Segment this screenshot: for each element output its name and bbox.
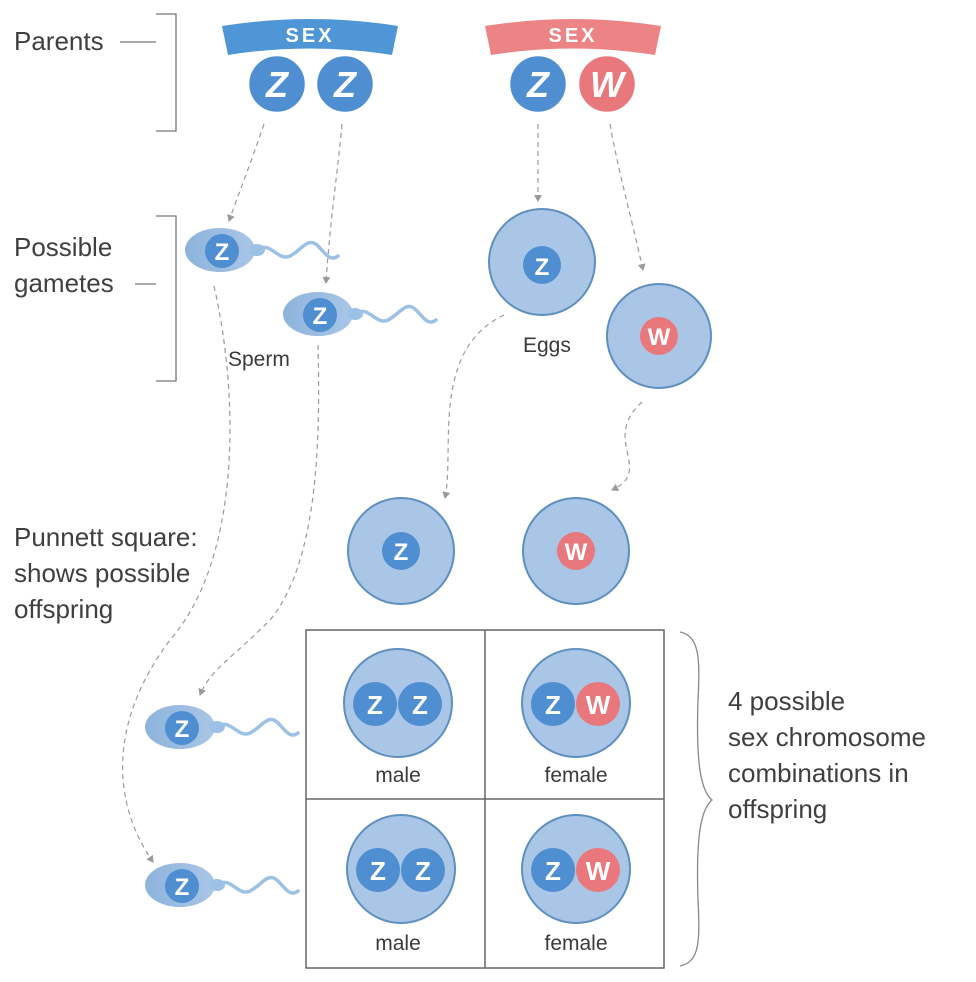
combinations-label-line1: 4 possible [728,686,846,716]
combinations-label-line2: sex chromosome [728,722,926,752]
chromosome-label: Z [526,64,551,105]
female-sex-banner [485,19,661,55]
chromosome-label: Z [175,716,190,743]
eggs-label: Eggs [523,334,571,357]
punnett-cell: Z Z [343,648,453,758]
chromosome-label: Z [333,64,358,105]
sperm-tail [354,304,438,324]
arrow [322,123,343,284]
sperm-tail [216,875,300,895]
w-chromosome [576,848,620,892]
chromosome-label: Z [367,690,383,720]
punnett-grid [305,629,665,969]
chromosome-label: Z [394,539,409,566]
sperm-tail [256,240,340,260]
egg-cell: Z [488,208,596,316]
z-chromosome [356,848,400,892]
punnett-column-header: Z [347,497,455,605]
female-parent: SEX Z W [485,19,661,115]
z-chromosome [531,682,575,726]
chromosome-label: Z [545,856,561,886]
gametes-label-line2: gametes [14,268,114,298]
w-chromosome [576,53,638,115]
z-chromosome [314,53,376,115]
male-parent: SEX Z Z [222,19,398,115]
sperm-cell: Z [283,292,438,336]
chromosome-label: Z [265,64,290,105]
offspring-sex-label: female [544,932,608,955]
z-chromosome [401,848,445,892]
z-chromosome [523,246,561,284]
punnett-cell: Z W [521,814,631,924]
male-sex-banner [222,19,398,55]
punnett-row-header: Z [145,705,300,749]
chromosome-label: W [586,856,611,886]
combinations-brace [679,631,714,967]
sperm-cell: Z [185,228,340,272]
z-chromosome [507,53,569,115]
offspring-sex-label: male [375,764,421,787]
chromosome-label: W [586,690,611,720]
arrow [227,123,265,222]
chromosome-label: W [565,539,588,566]
z-chromosome [353,682,397,726]
punnett-cell: Z W [521,648,631,758]
parents-label: Parents [14,26,104,56]
parents-bracket [120,13,177,132]
z-chromosome [205,234,239,268]
male-banner-text: SEX [285,25,334,47]
inheritance-arrows [122,123,646,863]
punnett-row-header: Z [145,863,300,907]
offspring-cell [521,814,631,924]
z-chromosome [246,53,308,115]
chromosome-label: Z [415,856,431,886]
offspring-sex-label: female [544,764,608,787]
offspring-cell [521,648,631,758]
z-chromosome [165,869,199,903]
offspring-cell [346,814,456,924]
sperm-label: Sperm [228,348,290,371]
w-chromosome [640,317,678,355]
female-banner-text: SEX [548,25,597,47]
sperm-tail [216,717,300,737]
offspring-cell [343,648,453,758]
chromosome-label: W [648,324,671,351]
z-chromosome [303,298,337,332]
arrow [442,314,505,499]
chromosome-label: Z [175,874,190,901]
arrow [611,401,643,492]
chromosome-label: W [590,64,627,105]
punnett-label-line1: Punnett square: [14,522,198,552]
gametes-bracket [135,215,177,382]
offspring-sex-label: male [375,932,421,955]
punnett-column-header: W [522,497,630,605]
egg-cell: W [606,283,712,389]
arrow [122,285,231,863]
chromosome-label: Z [313,303,328,330]
w-chromosome [576,682,620,726]
punnett-label-line2: shows possible [14,558,191,588]
chromosome-label: Z [412,690,428,720]
chromosome-label: Z [370,856,386,886]
punnett-cell: Z Z [346,814,456,924]
arrow [609,123,646,271]
gametes-label-line1: Possible [14,232,113,262]
z-chromosome [531,848,575,892]
arrow [198,344,320,696]
chromosome-label: Z [535,254,550,281]
z-chromosome [165,711,199,745]
punnett-label-line3: offspring [14,594,114,624]
z-chromosome [382,532,420,570]
combinations-label-line4: offspring [728,794,828,824]
chromosome-label: Z [545,690,561,720]
z-chromosome [398,682,442,726]
w-chromosome [557,532,595,570]
chromosome-label: Z [215,239,230,266]
combinations-label-line3: combinations in [728,758,909,788]
